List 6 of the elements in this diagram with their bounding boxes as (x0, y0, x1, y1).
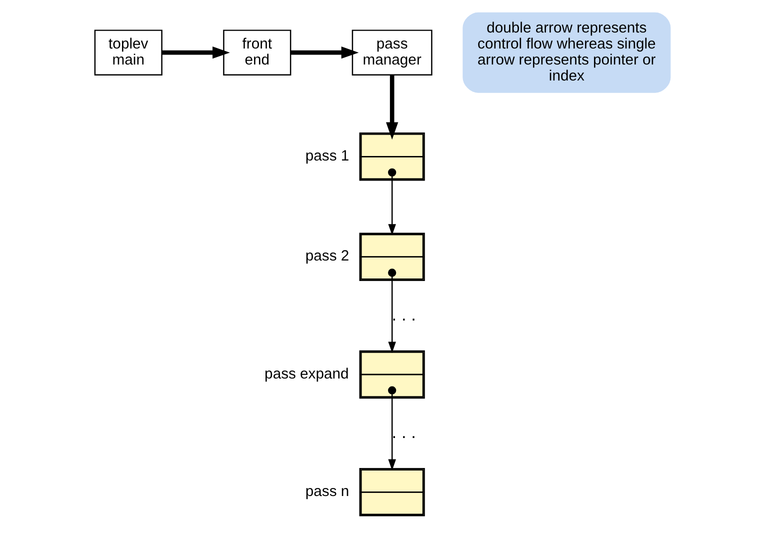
node-label: pass 1 (305, 148, 350, 164)
node-label: pass n (305, 484, 350, 500)
edge-label: . . . (392, 304, 416, 324)
node-label: pass 2 (305, 248, 350, 265)
edge-label: . . . (392, 422, 416, 442)
node-label: pass expand (264, 366, 349, 382)
